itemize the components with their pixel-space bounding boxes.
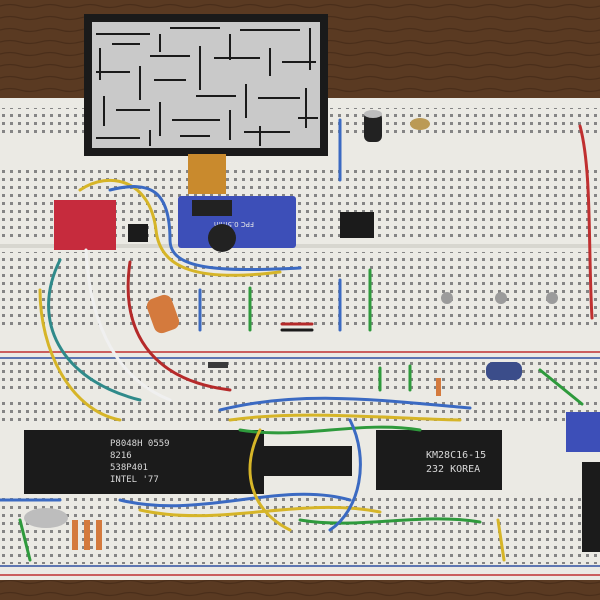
ram-label-line1: KM28C16-15 bbox=[426, 450, 486, 461]
electrolytic-capacitor bbox=[364, 110, 382, 142]
lcd-ribbon bbox=[188, 154, 226, 194]
ram-chip: KM28C16-15 232 KOREA bbox=[376, 430, 502, 490]
adapter-label: FPC 0.5mm bbox=[214, 220, 254, 228]
lcd-display bbox=[84, 14, 328, 156]
cpu-label-line1: P8048H 0559 bbox=[110, 439, 170, 449]
cpu-chip: P8048H 0559 8216 538P401 INTEL '77 bbox=[24, 430, 264, 494]
side-sensor-board bbox=[566, 412, 600, 452]
lcd-adapter-board: FPC 0.5mm bbox=[178, 196, 296, 252]
small-ic bbox=[340, 212, 374, 238]
cpu-label-line3: 538P401 bbox=[110, 463, 148, 473]
orange-capacitor bbox=[146, 294, 180, 334]
ceramic-capacitor bbox=[410, 118, 430, 130]
maze-pattern bbox=[96, 27, 318, 146]
cpu-label-line4: INTEL '77 bbox=[110, 475, 159, 485]
top-breadboard bbox=[0, 98, 600, 350]
side-connector bbox=[582, 462, 600, 552]
level-shifter-board bbox=[54, 200, 116, 250]
latch-chip bbox=[260, 446, 352, 476]
blue-capacitor bbox=[486, 362, 522, 380]
ram-label-line2: 232 KOREA bbox=[426, 464, 480, 475]
cpu-label-line2: 8216 bbox=[110, 451, 132, 461]
jumper-wires bbox=[0, 118, 594, 562]
crystal bbox=[24, 508, 68, 528]
resistors bbox=[72, 362, 441, 550]
transistor bbox=[128, 224, 148, 242]
